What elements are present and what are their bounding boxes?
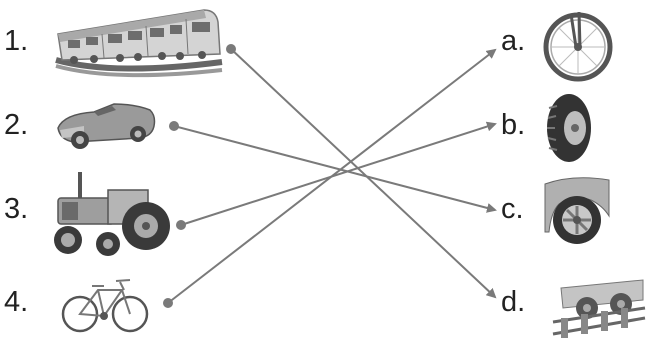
bicycle-wheel-picture: [543, 8, 613, 86]
item-number-4: 4.: [4, 286, 29, 318]
match-dot-2: [169, 121, 179, 131]
bicycle-picture: [60, 274, 152, 336]
match-dot-3: [176, 220, 186, 230]
tractor-picture: [48, 166, 170, 262]
train-picture: [54, 4, 224, 82]
tractor-tyre-picture: [545, 92, 593, 164]
item-letter-c: c.: [501, 193, 524, 225]
train-wheels-picture: [551, 278, 647, 342]
item-number-1: 1.: [4, 25, 29, 57]
item-letter-a: a.: [501, 25, 526, 57]
match-line-4-a: [167, 48, 497, 304]
car-wheel-picture: [543, 176, 611, 246]
item-number-2: 2.: [4, 109, 29, 141]
item-letter-b: b.: [501, 109, 526, 141]
match-dot-1: [226, 44, 236, 54]
match-dot-4: [163, 298, 173, 308]
match-line-2-c: [173, 125, 497, 213]
item-letter-d: d.: [501, 286, 526, 318]
car-picture: [54, 96, 158, 154]
item-number-3: 3.: [4, 193, 29, 225]
match-line-3-b: [180, 121, 497, 226]
match-line-1-d: [230, 48, 497, 299]
